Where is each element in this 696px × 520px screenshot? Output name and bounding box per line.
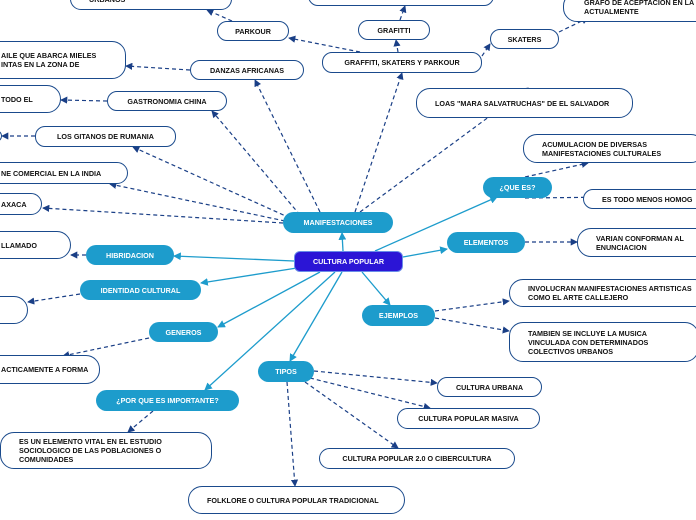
identidad-leaf[interactable] xyxy=(0,296,28,324)
elementos-node[interactable]: ELEMENTOS xyxy=(447,232,525,253)
gastronomia-china-node[interactable]: GASTRONOMIA CHINA xyxy=(107,91,227,111)
generos-node[interactable]: GENEROS xyxy=(149,322,218,342)
tipo-folklore[interactable]: FOLKLORE O CULTURA POPULAR TRADICIONAL xyxy=(188,486,405,514)
edge-tipos-masiva xyxy=(309,377,431,410)
hibridacion-leaf[interactable]: LLAMADO xyxy=(0,231,71,259)
edge-parkour-leaf xyxy=(206,9,233,22)
edge-manif-oaxaca xyxy=(42,204,284,224)
edge-gsp-skaters xyxy=(481,43,491,57)
gastronomia-leaf[interactable]: TODO EL xyxy=(0,85,61,113)
edge-ejemplos-leaf1 xyxy=(434,298,510,312)
edge-skaters-leaf xyxy=(558,17,589,33)
que-es-leaf-1[interactable]: ACUMULACION DE DIVERSAS MANIFESTACIONES … xyxy=(523,134,696,163)
gitanos-rumania-node[interactable]: LOS GITANOS DE RUMANIA xyxy=(35,126,176,147)
que-es-leaf-2[interactable]: ES TODO MENOS HOMOG xyxy=(583,189,696,209)
edge-manif-danzas xyxy=(254,79,321,213)
tipo-cibercultura[interactable]: CULTURA POPULAR 2.0 O CIBERCULTURA xyxy=(319,448,515,469)
edge-central-elementos xyxy=(402,246,448,258)
edge-central-que-es xyxy=(374,196,498,252)
tipo-cultura-popular-masiva[interactable]: CULTURA POPULAR MASIVA xyxy=(397,408,540,429)
danzas-leaf[interactable]: AILE QUE ABARCA MIELES INTAS EN LA ZONA … xyxy=(0,41,126,79)
edge-central-ejemplos xyxy=(361,271,391,306)
edge-por-que-leaf xyxy=(127,410,154,433)
edge-generos-leaf xyxy=(62,337,150,359)
edge-tipos-urbana xyxy=(313,370,438,386)
edge-gsp-parkour xyxy=(288,35,361,53)
tipo-cultura-urbana[interactable]: CULTURA URBANA xyxy=(437,377,542,397)
graffiti-skaters-parkour-node[interactable]: GRAFFITI, SKATERS Y PARKOUR xyxy=(322,52,482,73)
edge-central-tipos xyxy=(289,271,343,362)
elementos-leaf[interactable]: VARIAN CONFORMAN AL ENUNCIACION xyxy=(577,228,696,257)
ejemplos-node[interactable]: EJEMPLOS xyxy=(362,305,435,326)
danzas-africanas-node[interactable]: DANZAS AFRICANAS xyxy=(190,60,304,80)
edge-central-hibridacion xyxy=(173,252,295,262)
tipos-node[interactable]: TIPOS xyxy=(258,361,314,382)
edge-grafitti-leaf xyxy=(399,5,407,21)
generos-leaf[interactable]: ACTICAMENTE A FORMA xyxy=(0,355,100,384)
ejemplos-leaf-1[interactable]: INVOLUCRAN MANIFESTACIONES ARTISTICAS CO… xyxy=(509,279,696,307)
edge-central-generos xyxy=(217,271,321,328)
edge-identidad-leaf xyxy=(27,293,81,305)
edge-central-por-que xyxy=(204,271,336,391)
edge-ejemplos-leaf2 xyxy=(434,317,510,334)
edge-gsp-grafitti xyxy=(393,39,401,53)
oaxaca-node[interactable]: AXACA xyxy=(0,193,42,215)
central-topic[interactable]: CULTURA POPULAR xyxy=(294,251,403,272)
edge-central-identidad xyxy=(200,267,298,286)
edge-tipos-cibercultura xyxy=(304,381,399,449)
que-es-node[interactable]: ¿QUE ES? xyxy=(483,177,552,198)
manifestaciones-node[interactable]: MANIFESTACIONES xyxy=(283,212,393,233)
cine-india-node[interactable]: NE COMERCIAL EN LA INDIA xyxy=(0,162,128,184)
edge-manif-cine xyxy=(109,181,286,222)
loas-node[interactable]: LOAS "MARA SALVATRUCHAS" DE EL SALVADOR xyxy=(416,88,633,118)
parkour-leaf[interactable]: URBANOS xyxy=(70,0,232,10)
hibridacion-node[interactable]: HIBRIDACION xyxy=(86,245,174,265)
parkour-node[interactable]: PARKOUR xyxy=(217,21,289,41)
por-que-es-importante-node[interactable]: ¿POR QUE ES IMPORTANTE? xyxy=(96,390,239,411)
edge-manif-gastronomia xyxy=(211,110,301,216)
grafitti-node[interactable]: GRAFITTI xyxy=(358,20,430,40)
skaters-leaf[interactable]: GRAFO DE ACEPTACION EN LA ACTUALMENTE xyxy=(563,0,696,22)
edge-manif-graffiti-skaters-parkour xyxy=(354,72,404,213)
edge-danzas-leaf xyxy=(125,62,191,71)
ejemplos-leaf-2[interactable]: TAMBIEN SE INCLUYE LA MUSICA VINCULADA C… xyxy=(509,322,696,362)
identidad-cultural-node[interactable]: IDENTIDAD CULTURAL xyxy=(80,280,201,300)
graffiti-leaf[interactable] xyxy=(308,0,494,6)
por-que-leaf[interactable]: ES UN ELEMENTO VITAL EN EL ESTUDIO SOCIO… xyxy=(0,432,212,469)
edge-que-es-leaf1 xyxy=(524,160,589,178)
edge-gastronomia-leaf xyxy=(60,96,108,104)
edge-central-manifestaciones xyxy=(338,232,347,252)
edge-manif-gitanos xyxy=(132,146,291,219)
edge-tipos-folklore xyxy=(286,381,299,487)
skaters-node[interactable]: SKATERS xyxy=(490,29,559,49)
